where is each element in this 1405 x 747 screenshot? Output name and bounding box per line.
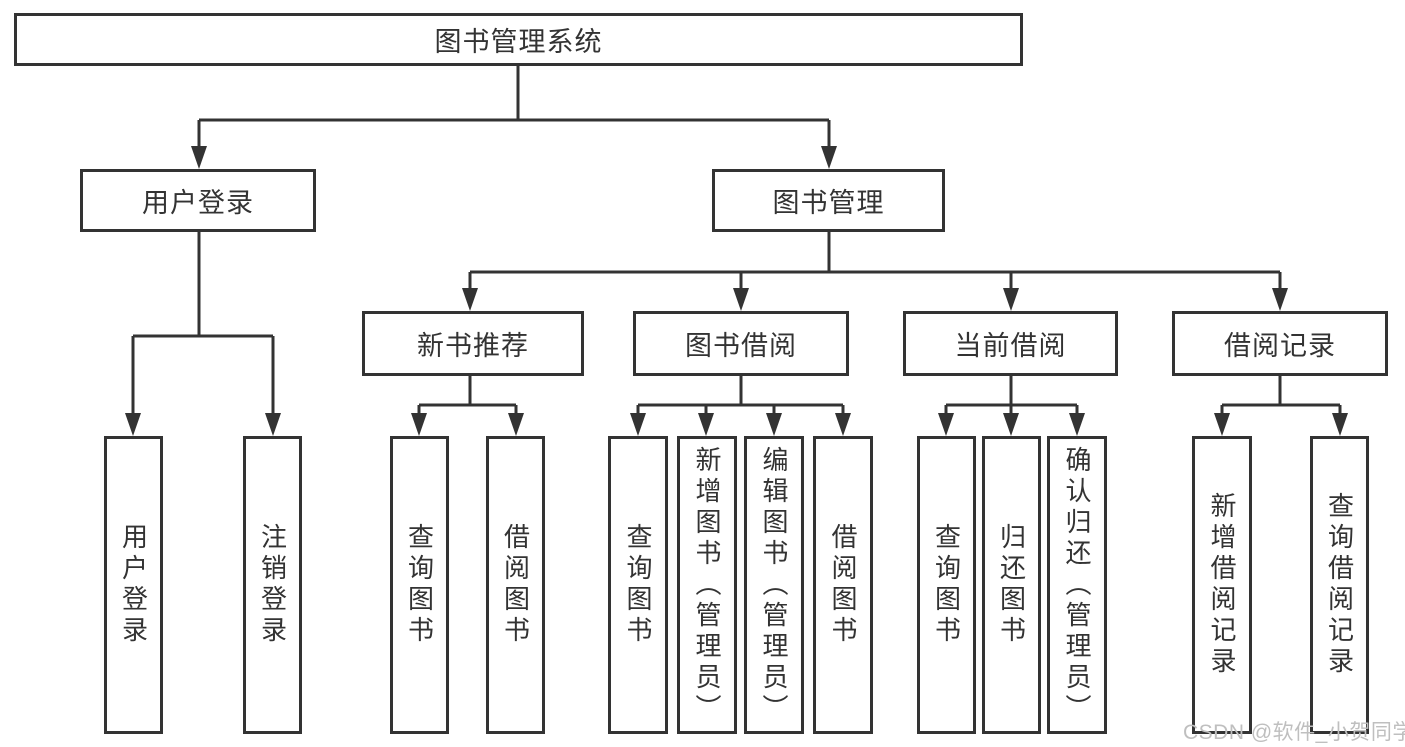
node-current-borrow: 当前借阅 <box>903 311 1118 376</box>
node-book-management: 图书管理 <box>712 169 945 232</box>
leaf-borrow-records-1: 查询借阅记录 <box>1310 436 1369 734</box>
arrow-down-icon <box>1003 288 1019 311</box>
arrowheads-group <box>125 146 1348 436</box>
arrow-down-icon <box>411 413 427 436</box>
arrow-down-icon <box>835 413 851 436</box>
arrow-down-icon <box>1003 413 1019 436</box>
leaf-book-borrow-1: 新增图书（管理员） <box>677 436 737 734</box>
arrow-down-icon <box>1332 413 1348 436</box>
arrow-down-icon <box>265 413 281 436</box>
leaf-current-borrow-1: 归还图书 <box>982 436 1041 734</box>
arrow-down-icon <box>1272 288 1288 311</box>
node-book-borrow: 图书借阅 <box>633 311 849 376</box>
leaf-user-login-1: 注销登录 <box>243 436 302 734</box>
node-borrow-records: 借阅记录 <box>1172 311 1388 376</box>
node-root: 图书管理系统 <box>14 13 1023 66</box>
leaf-user-login-0: 用户登录 <box>104 436 163 734</box>
arrow-down-icon <box>821 146 837 169</box>
leaf-new-book-recommend-0: 查询图书 <box>390 436 449 734</box>
node-new-book-recommend: 新书推荐 <box>362 311 584 376</box>
arrow-down-icon <box>766 413 782 436</box>
csdn-watermark: CSDN @软件_小贺同学 <box>1183 721 1405 744</box>
arrow-down-icon <box>125 413 141 436</box>
leaf-book-borrow-3: 借阅图书 <box>813 436 873 734</box>
arrow-down-icon <box>462 288 478 311</box>
arrow-down-icon <box>938 413 954 436</box>
arrow-down-icon <box>630 413 646 436</box>
tree-branch-lines <box>131 66 1342 420</box>
arrow-down-icon <box>1214 413 1230 436</box>
leaf-borrow-records-0: 新增借阅记录 <box>1192 436 1252 734</box>
leaf-book-borrow-0: 查询图书 <box>608 436 668 734</box>
arrow-down-icon <box>733 288 749 311</box>
arrow-down-icon <box>1069 413 1085 436</box>
arrow-down-icon <box>191 146 207 169</box>
leaf-current-borrow-2: 确认归还（管理员） <box>1047 436 1107 734</box>
leaf-book-borrow-2: 编辑图书（管理员） <box>744 436 804 734</box>
arrow-down-icon <box>508 413 524 436</box>
leaf-new-book-recommend-1: 借阅图书 <box>486 436 545 734</box>
leaf-current-borrow-0: 查询图书 <box>917 436 976 734</box>
arrow-down-icon <box>698 413 714 436</box>
node-user-login: 用户登录 <box>80 169 316 232</box>
